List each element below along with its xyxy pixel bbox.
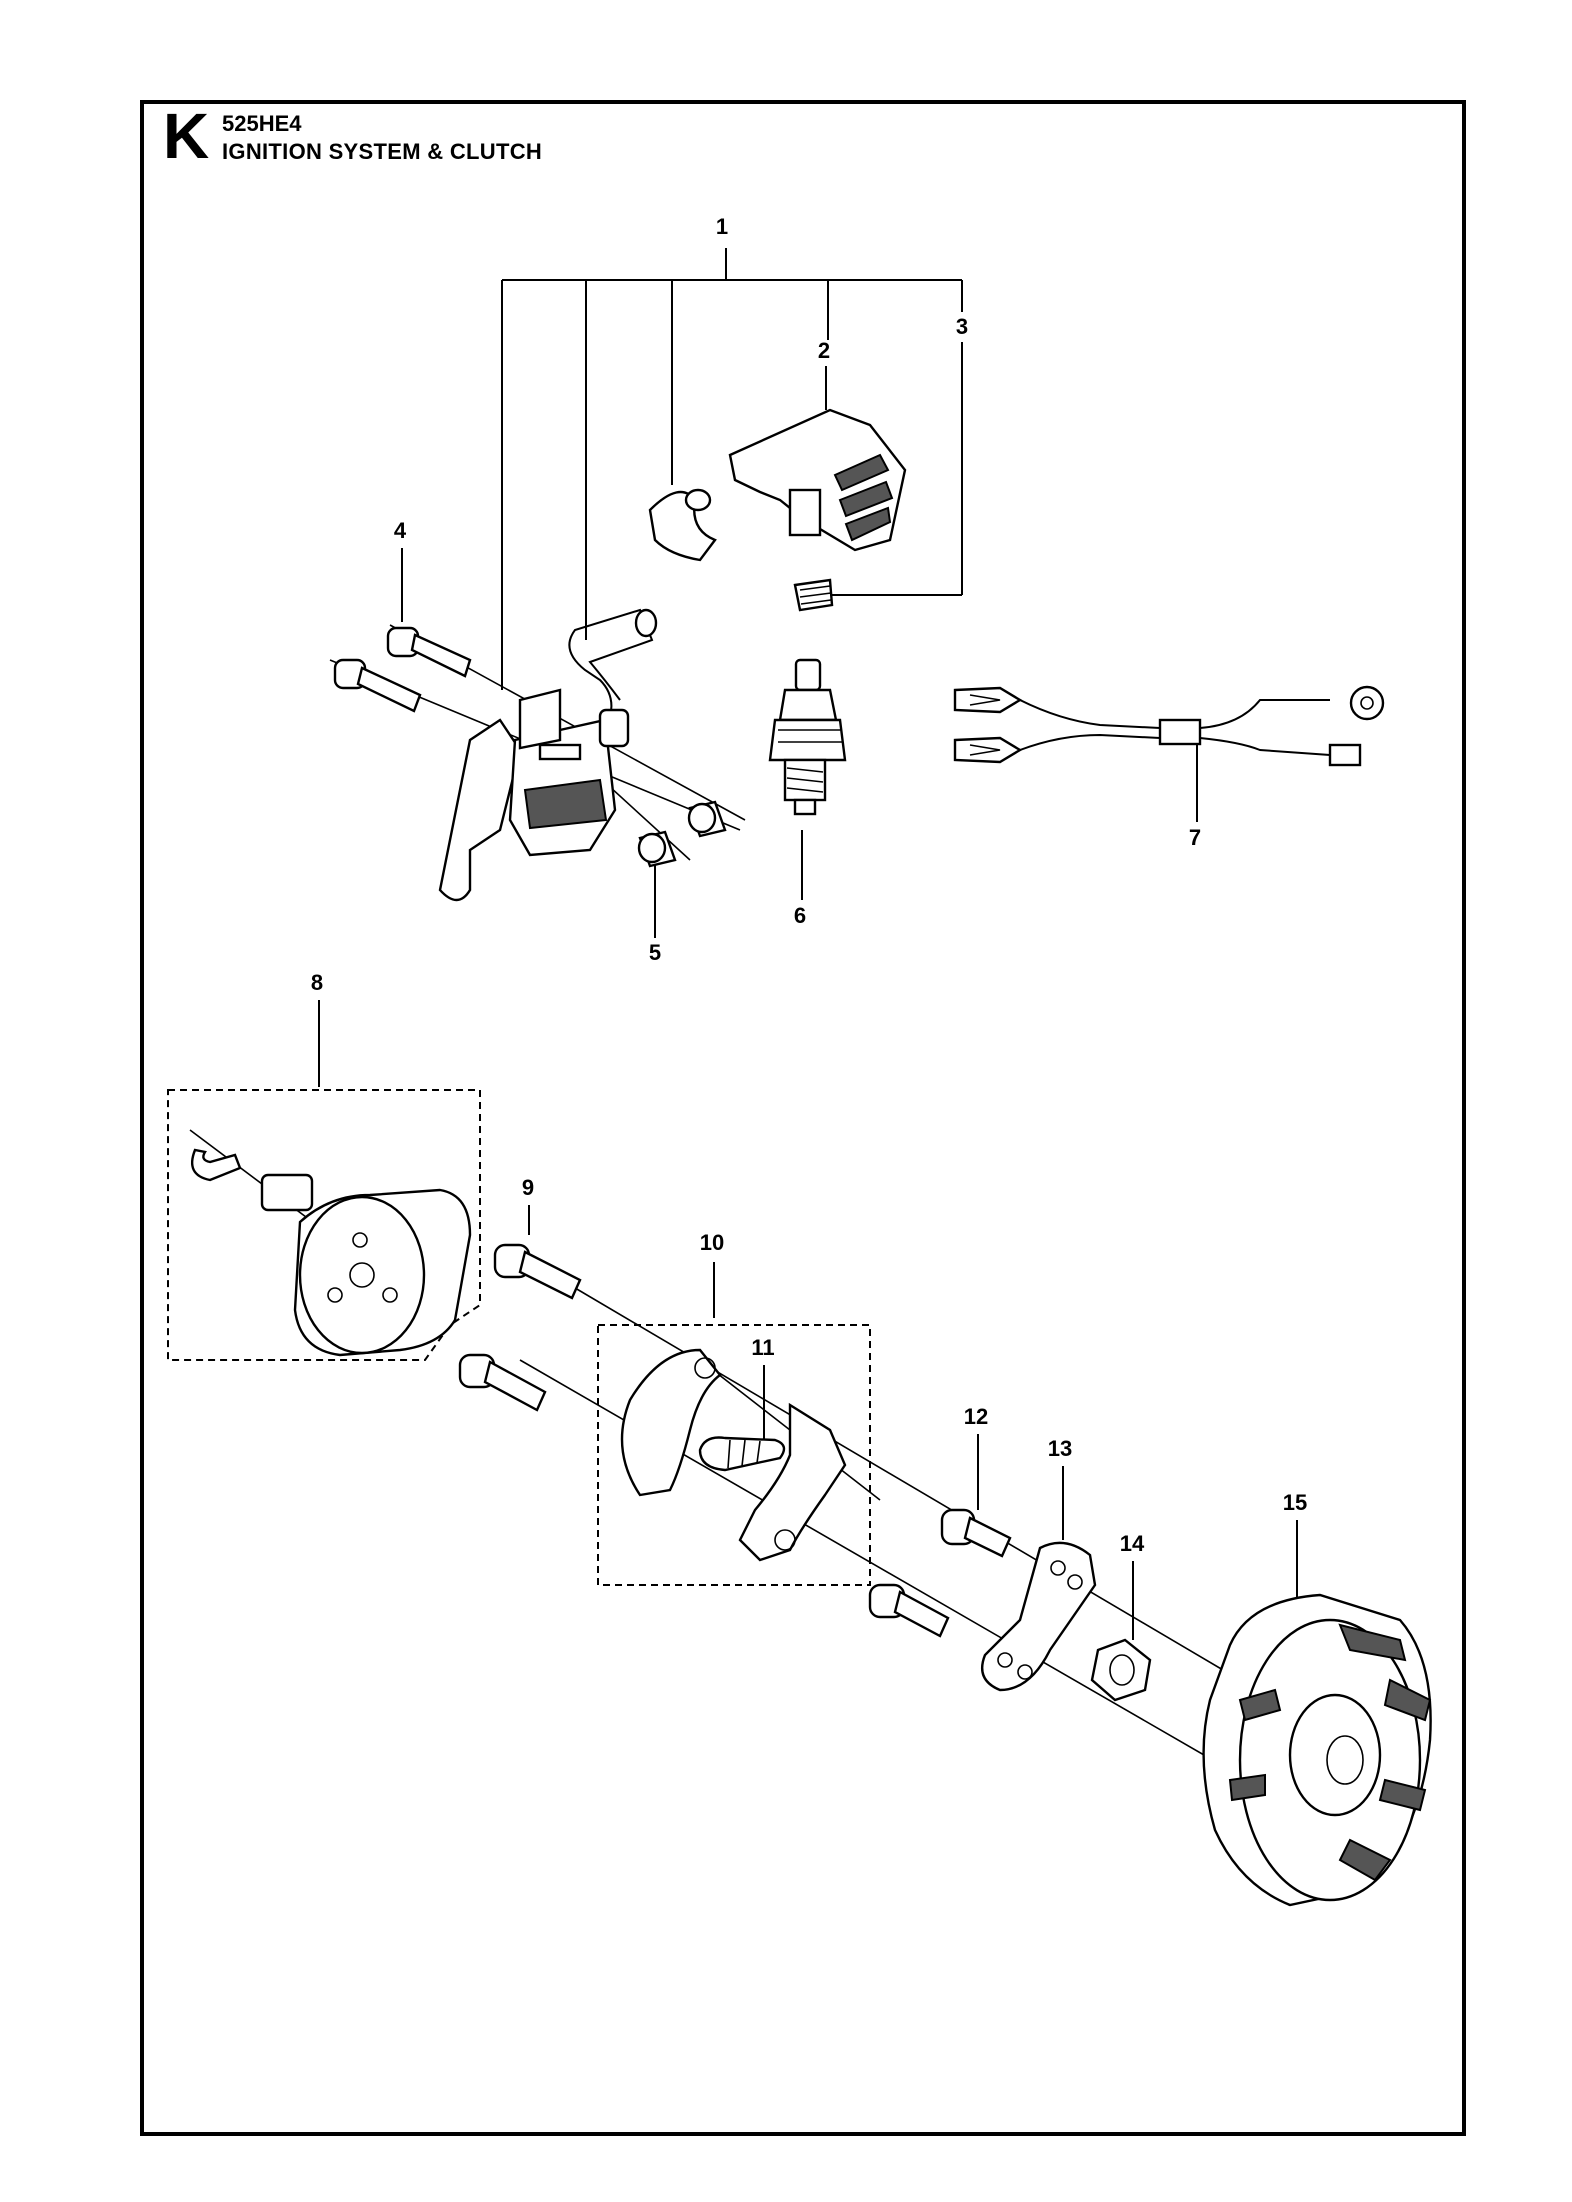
- section-letter: K: [163, 100, 210, 172]
- callout-9: 9: [522, 1175, 534, 1200]
- nut: [1090, 1638, 1152, 1702]
- model-name: 525HE4: [222, 111, 302, 136]
- ignition-module: [438, 608, 658, 902]
- callout-7: 7: [1189, 825, 1201, 850]
- callout-6: 6: [794, 903, 806, 928]
- callout-11: 11: [751, 1335, 774, 1360]
- spark-plug-cap: [648, 408, 907, 562]
- clutch-drum-assembly: [167, 1089, 481, 1361]
- clutch-plate: [980, 1541, 1097, 1692]
- callout-10: 10: [700, 1230, 724, 1255]
- callout-8: 8: [311, 970, 323, 995]
- screws: [333, 626, 472, 713]
- callout-4: 4: [394, 518, 407, 543]
- spark-plug-spring: [793, 578, 834, 612]
- sleeve: [940, 1508, 1012, 1558]
- callout-12: 12: [964, 1404, 988, 1429]
- clutch-shoes: [597, 1324, 871, 1586]
- flywheel: [1202, 1593, 1432, 1907]
- leader-lines: [318, 248, 1298, 1640]
- callout-1: 1: [716, 214, 728, 239]
- callout-14: 14: [1120, 1531, 1145, 1556]
- spark-plug: [768, 658, 847, 816]
- wiring-harness: [953, 685, 1385, 767]
- clutch-spring: [698, 1436, 786, 1472]
- diagram-frame: [140, 100, 1466, 2136]
- callout-3: 3: [956, 314, 968, 339]
- spacers: [637, 800, 727, 868]
- callout-13: 13: [1048, 1436, 1072, 1461]
- callout-5: 5: [649, 940, 661, 965]
- shoulder-screws: [458, 1243, 950, 1638]
- callout-2: 2: [818, 338, 830, 363]
- section-title: IGNITION SYSTEM & CLUTCH: [222, 139, 543, 164]
- callout-15: 15: [1283, 1490, 1307, 1515]
